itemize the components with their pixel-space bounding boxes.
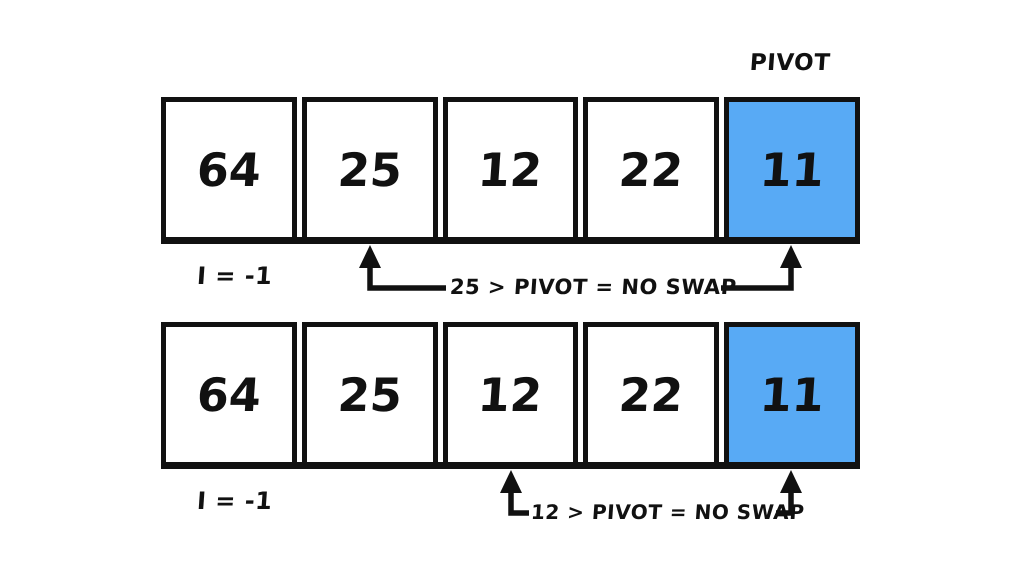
cell-value: 25	[335, 367, 404, 422]
connector-step2-pointer	[508, 488, 529, 516]
cell-value: 25	[335, 142, 404, 197]
comparison-label-step1: 25 > PIVOT = NO SWAP	[449, 275, 738, 299]
arrowhead-step1-pivot	[780, 245, 802, 268]
array-step2: 64 25 12 22 11	[161, 322, 860, 469]
index-label-step1: I = -1	[196, 262, 274, 290]
index-label-step2: I = -1	[196, 487, 274, 515]
array-cell-pivot: 11	[724, 97, 860, 237]
array-cell: 22	[583, 97, 720, 237]
arrowhead-step2-pointer	[500, 470, 522, 493]
array-cell: 64	[161, 97, 297, 237]
connector-step1-pointer	[367, 263, 446, 291]
arrowhead-step1-pointer	[359, 245, 381, 268]
array-cell: 12	[442, 322, 579, 462]
array-cell: 12	[442, 97, 579, 237]
cell-value: 11	[758, 367, 826, 422]
comparison-label-step2: 12 > PIVOT = NO SWAP	[530, 500, 806, 524]
cell-value: 12	[476, 367, 545, 422]
pivot-label: PIVOT	[748, 50, 832, 76]
cell-value: 22	[617, 367, 686, 422]
arrowhead-step2-pivot	[780, 470, 802, 493]
array-cell: 64	[161, 322, 297, 462]
array-cell: 25	[301, 322, 438, 462]
array-cell-pivot: 11	[724, 322, 860, 462]
cell-value: 12	[476, 142, 545, 197]
array-step1: 64 25 12 22 11	[161, 97, 860, 244]
cell-value: 11	[758, 142, 826, 197]
array-cell: 22	[583, 322, 720, 462]
array-cell: 25	[301, 97, 438, 237]
cell-value: 22	[617, 142, 686, 197]
cell-value: 64	[195, 367, 263, 422]
cell-value: 64	[195, 142, 263, 197]
